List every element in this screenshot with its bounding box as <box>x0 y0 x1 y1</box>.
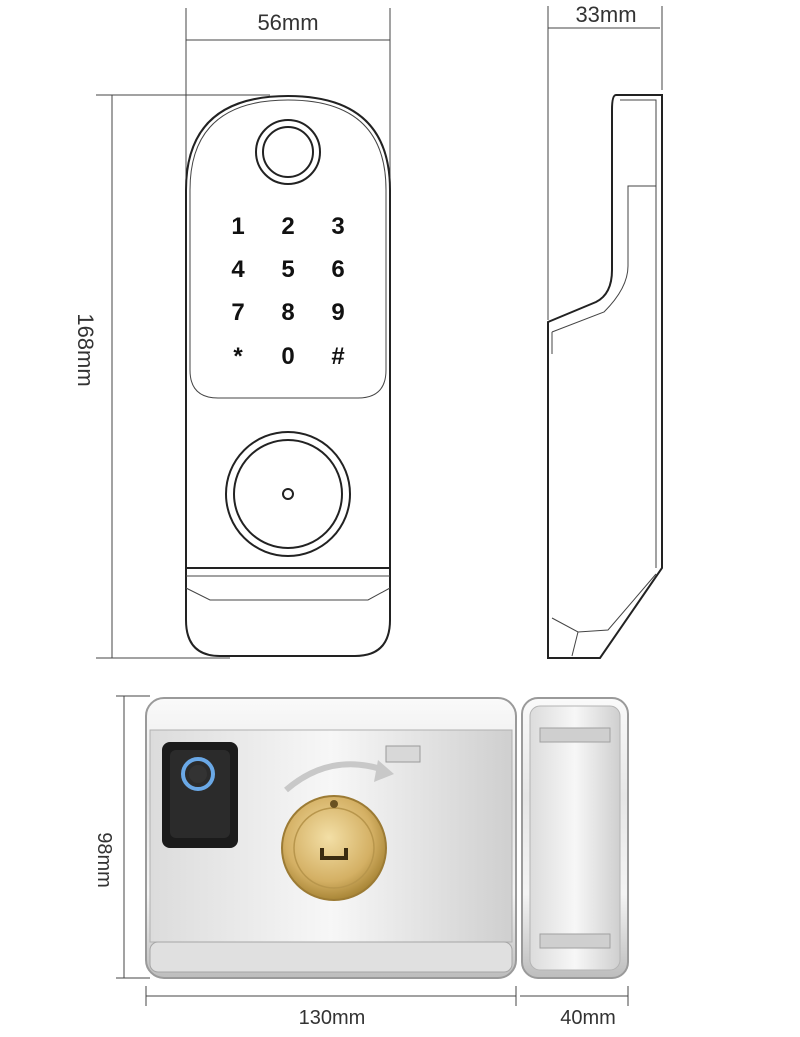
body-width-label: 130mm <box>299 1007 366 1029</box>
key-7: 7 <box>231 299 244 326</box>
bottom-view: 98mm 130mm <box>93 695 629 1029</box>
strike-box-face <box>529 705 621 971</box>
front-width-dimension: 56mm <box>185 8 391 180</box>
bottom-height-dimension: 98mm <box>93 695 150 979</box>
strike-width-label: 40mm <box>560 1007 616 1029</box>
lock-label-plate <box>385 745 421 763</box>
side-chamfer-line <box>571 631 579 657</box>
cylinder-pin <box>330 800 338 808</box>
pull-handle <box>185 567 391 601</box>
front-body-outline <box>185 94 391 657</box>
side-depth-dimension: 33mm <box>547 2 663 320</box>
knob-inner <box>233 439 343 549</box>
side-profile-outline <box>547 94 663 659</box>
strike-box-top-rail <box>539 727 611 743</box>
key-5: 5 <box>281 256 294 283</box>
side-view: 33mm <box>547 2 663 659</box>
knob-keyhole <box>282 488 294 500</box>
side-bottom-chamfer <box>551 573 657 633</box>
front-height-label: 168mm <box>73 313 98 386</box>
bottom-width-dimension: 130mm <box>145 986 517 1029</box>
front-width-label: 56mm <box>257 10 318 35</box>
front-height-dimension: 168mm <box>73 94 270 659</box>
strike-box-bottom-rail <box>539 933 611 949</box>
fingerprint-sensor-led <box>181 757 215 791</box>
side-profile-inner <box>551 99 657 333</box>
key-9: 9 <box>331 299 344 326</box>
rotate-arrow-head <box>374 760 394 782</box>
keyhole-icon <box>320 848 348 860</box>
key-0: 0 <box>281 343 294 370</box>
key-2: 2 <box>281 213 294 240</box>
fingerprint-sensor <box>262 126 314 178</box>
bottom-height-label: 98mm <box>93 832 115 888</box>
lock-bottom-rail <box>149 941 513 973</box>
knob-outer <box>225 431 351 557</box>
key-cylinder <box>281 795 387 901</box>
key-star: * <box>233 343 243 370</box>
key-4: 4 <box>231 256 245 283</box>
keypad: 1 2 3 4 5 6 7 8 9 * 0 # <box>231 213 344 370</box>
fingerprint-reader-icon <box>189 765 207 783</box>
key-1: 1 <box>231 213 244 240</box>
key-hash: # <box>331 343 344 370</box>
key-6: 6 <box>331 256 344 283</box>
fingerprint-module-face <box>170 750 230 838</box>
keypad-panel <box>189 99 387 399</box>
rotate-arrow-icon <box>284 761 385 793</box>
key-3: 3 <box>331 213 344 240</box>
front-view: 56mm 168mm 1 2 3 4 5 6 7 8 9 * 0 # <box>73 8 391 659</box>
key-8: 8 <box>281 299 294 326</box>
side-depth-label: 33mm <box>575 2 636 27</box>
fingerprint-sensor-ring <box>255 119 321 185</box>
strike-width-dimension: 40mm <box>520 986 629 1029</box>
